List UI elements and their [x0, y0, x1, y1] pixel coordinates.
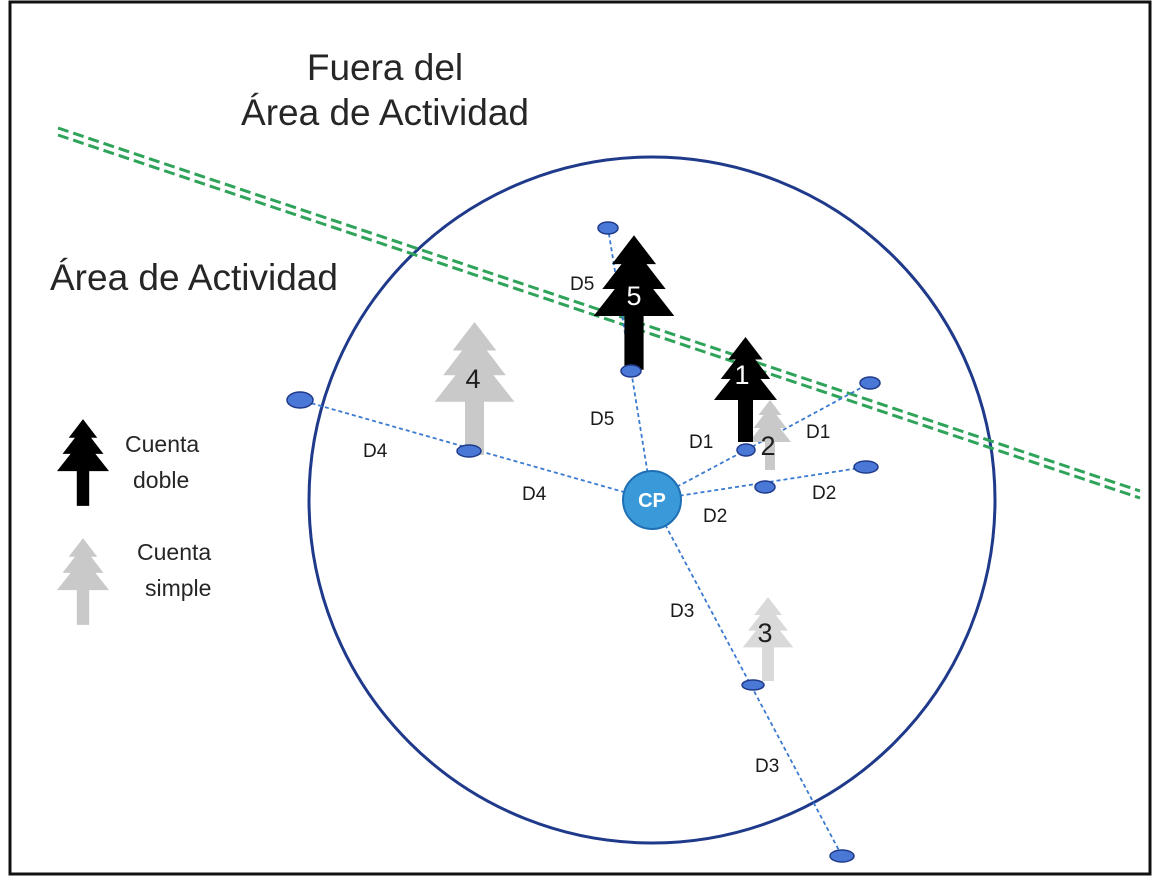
tree-5-number: 5 [626, 281, 641, 311]
distance-label-d2: D2 [812, 483, 836, 504]
stake-markers [286, 221, 881, 863]
stake-marker [597, 221, 619, 235]
tree-3-number: 3 [757, 618, 772, 648]
legend-single-label-line1: Cuenta [137, 539, 211, 565]
distance-label-d5: D5 [570, 274, 594, 295]
distance-label-d2: D2 [703, 506, 727, 527]
center-point-label: CP [638, 490, 666, 512]
stake-marker [853, 460, 879, 474]
stake-marker [286, 391, 314, 409]
distance-label-d3: D3 [755, 756, 779, 777]
distance-label-d3: D3 [670, 601, 694, 622]
outside-area-title-line1: Fuera del [307, 47, 463, 88]
legend-double-label-line2: doble [133, 467, 189, 493]
distance-label-d1: D1 [689, 432, 713, 453]
stake-marker [829, 849, 855, 863]
stake-marker [859, 376, 881, 390]
frame-border [8, 0, 1152, 876]
distance-line-d3 [651, 499, 843, 857]
tree-1-number: 1 [734, 360, 749, 390]
legend-double-label-line1: Cuenta [125, 431, 199, 457]
distance-label-d5: D5 [590, 409, 614, 430]
tree-2-number: 2 [760, 431, 775, 461]
distance-label-d4: D4 [522, 484, 547, 505]
stake-marker [620, 364, 642, 378]
stake-marker [456, 444, 482, 458]
legend-double-count-tree-icon [56, 419, 110, 506]
stake-marker [754, 480, 776, 494]
outside-area-title-line2: Área de Actividad [241, 92, 529, 133]
distance-lines [299, 227, 871, 857]
activity-area-title: Área de Actividad [50, 257, 338, 298]
legend: Cuenta doble Cuenta simple [56, 419, 211, 625]
distance-label-d1: D1 [806, 422, 830, 443]
distance-label-d4: D4 [363, 441, 388, 462]
legend-single-label-line2: simple [145, 575, 211, 601]
stake-marker [736, 443, 756, 457]
tree-4-number: 4 [465, 364, 480, 394]
distance-line-d5 [607, 227, 653, 501]
plot-circle [307, 155, 997, 845]
legend-single-count-tree-icon [56, 538, 110, 625]
stake-marker [741, 679, 765, 691]
center-point [622, 470, 682, 530]
